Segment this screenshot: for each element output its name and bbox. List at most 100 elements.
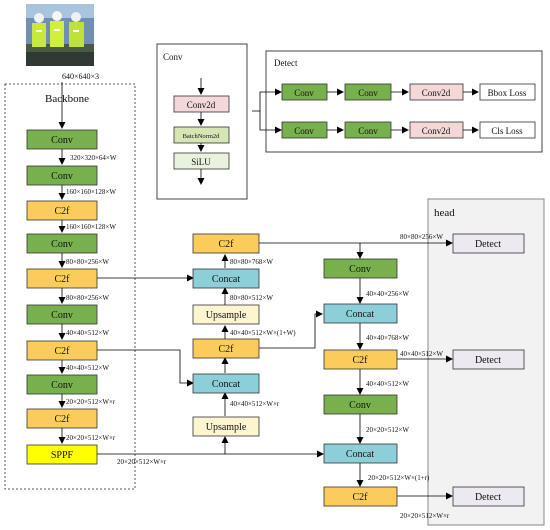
detect-legend-row2-conv-2: Conv bbox=[344, 121, 392, 139]
neck-block-concat-top: Concat bbox=[192, 268, 260, 289]
neck-dim-1: 80×80×768×W bbox=[230, 258, 273, 266]
detect-legend-title: Detect bbox=[274, 58, 298, 68]
backbone-block-sppf: SPPF bbox=[26, 444, 98, 465]
svg-text:C2f: C2f bbox=[55, 414, 71, 425]
svg-text:SiLU: SiLU bbox=[191, 157, 211, 167]
backbone-block-c2f-4: C2f bbox=[26, 408, 98, 429]
neck-dims: 80×80×768×W 80×80×512×W 40×40×512×W×(1+W… bbox=[230, 258, 296, 408]
neck-block-c2f-top: C2f bbox=[192, 233, 260, 254]
backbone-dim-10: 20×20×512×W×r bbox=[117, 458, 167, 466]
pan-block-c2f-2: C2f bbox=[323, 486, 398, 507]
neck-block-c2f-middle: C2f bbox=[192, 338, 260, 359]
pan-block-conv-2: Conv bbox=[323, 394, 398, 415]
detect-legend-row2-conv-1: Conv bbox=[281, 121, 328, 139]
detect-legend-row1-conv-1: Conv bbox=[281, 83, 328, 101]
pan-dim-2: 40×40×768×W bbox=[366, 334, 409, 342]
svg-text:C2f: C2f bbox=[353, 355, 369, 366]
detect-legend-row1-conv-2: Conv bbox=[344, 83, 392, 101]
pan-block-concat-1: Concat bbox=[323, 303, 398, 324]
svg-text:Concat: Concat bbox=[346, 449, 375, 460]
backbone-dim-8: 20×20×512×W×r bbox=[66, 398, 116, 406]
backbone-dim-5: 80×80×256×W bbox=[66, 294, 109, 302]
svg-text:Conv: Conv bbox=[349, 264, 371, 275]
backbone-block-conv-3: Conv bbox=[26, 233, 98, 254]
svg-text:Bbox Loss: Bbox Loss bbox=[488, 88, 527, 98]
svg-text:Detect: Detect bbox=[475, 239, 501, 250]
svg-text:C2f: C2f bbox=[353, 492, 369, 503]
svg-text:Conv: Conv bbox=[51, 239, 73, 250]
backbone-dim-1: 320×320×64×W bbox=[70, 154, 117, 162]
svg-text:Cls Loss: Cls Loss bbox=[491, 126, 523, 136]
pan-dim-5: 20×20×512×W×(1+r) bbox=[368, 474, 430, 482]
conv-legend-batchnorm2d: BatchNorm2d bbox=[173, 126, 230, 144]
backbone-block-c2f-2: C2f bbox=[26, 268, 98, 289]
backbone-block-conv-5: Conv bbox=[26, 374, 98, 395]
svg-text:Conv: Conv bbox=[294, 126, 314, 136]
svg-text:Conv2d: Conv2d bbox=[422, 126, 451, 136]
svg-text:Conv2d: Conv2d bbox=[187, 100, 216, 110]
svg-text:Conv: Conv bbox=[358, 126, 378, 136]
conv-legend-title: Conv bbox=[163, 52, 183, 62]
svg-text:C2f: C2f bbox=[55, 274, 71, 285]
svg-text:Concat: Concat bbox=[212, 274, 241, 285]
backbone-title: Backbone bbox=[45, 93, 89, 105]
pan-dim-6: 20×20×512×W×r bbox=[400, 512, 450, 520]
svg-text:Conv: Conv bbox=[349, 400, 371, 411]
pan-dim-4: 20×20×512×W bbox=[366, 426, 409, 434]
conv-legend-conv2d: Conv2d bbox=[173, 95, 230, 113]
svg-text:Conv: Conv bbox=[51, 135, 73, 146]
backbone-block-conv-4: Conv bbox=[26, 304, 98, 325]
backbone-dim-9: 20×20×512×W×r bbox=[66, 434, 116, 442]
photo-dimension-label: 640×640×3 bbox=[62, 72, 99, 81]
detect-legend-cls-loss: Cls Loss bbox=[479, 121, 536, 139]
backbone-dim-3: 160×160×128×W bbox=[66, 223, 116, 231]
pan-dims: 40×40×256×W 40×40×768×W 40×40×512×W 20×2… bbox=[366, 290, 450, 520]
neck-block-concat-middle: Concat bbox=[192, 373, 260, 394]
pan-dim-1: 40×40×256×W bbox=[366, 290, 409, 298]
backbone-block-conv-1: Conv bbox=[26, 129, 98, 150]
svg-text:SPPF: SPPF bbox=[51, 450, 74, 461]
svg-text:C2f: C2f bbox=[55, 346, 71, 357]
svg-text:Detect: Detect bbox=[475, 492, 501, 503]
neck-dim-2: 80×80×512×W bbox=[230, 294, 273, 302]
svg-text:C2f: C2f bbox=[219, 344, 235, 355]
svg-text:Upsample: Upsample bbox=[206, 310, 247, 321]
backbone-dim-4: 80×80×256×W bbox=[66, 258, 109, 266]
svg-text:Detect: Detect bbox=[475, 355, 501, 366]
svg-text:C2f: C2f bbox=[219, 239, 235, 250]
backbone-dim-6: 40×40×512×W bbox=[66, 329, 109, 337]
svg-text:Conv: Conv bbox=[51, 171, 73, 182]
head-detect-3: Detect bbox=[452, 486, 525, 507]
svg-text:Conv: Conv bbox=[51, 310, 73, 321]
neck-block-upsample-top: Upsample bbox=[192, 304, 260, 325]
conv-legend-silu: SiLU bbox=[173, 152, 230, 170]
svg-text:Conv: Conv bbox=[51, 380, 73, 391]
network-connections bbox=[97, 239, 453, 500]
backbone-frame bbox=[4, 83, 136, 490]
svg-text:Concat: Concat bbox=[212, 379, 241, 390]
detect-legend-arrows bbox=[252, 88, 479, 134]
backbone-dim-2: 160×160×128×W bbox=[66, 188, 116, 196]
backbone-dims: 320×320×64×W 160×160×128×W 160×160×128×W… bbox=[66, 154, 167, 466]
svg-text:C2f: C2f bbox=[55, 206, 71, 217]
neck-block-upsample-bottom: Upsample bbox=[192, 416, 260, 437]
svg-text:Conv: Conv bbox=[358, 88, 378, 98]
pan-block-concat-2: Concat bbox=[323, 443, 398, 464]
detect-legend-row1-conv2d: Conv2d bbox=[409, 83, 464, 101]
pan-dim-3: 40×40×512×W bbox=[366, 380, 409, 388]
svg-text:Concat: Concat bbox=[346, 309, 375, 320]
backbone-block-c2f-3: C2f bbox=[26, 340, 98, 361]
backbone-block-conv-2: Conv bbox=[26, 165, 98, 186]
pan-block-conv-1: Conv bbox=[323, 258, 398, 279]
backbone-block-c2f-1: C2f bbox=[26, 200, 98, 221]
head-dims: 80×80×256×W 40×40×512×W bbox=[400, 233, 443, 358]
site-photo bbox=[26, 4, 94, 66]
conv-legend-frame bbox=[156, 43, 248, 200]
head-dim-1: 80×80×256×W bbox=[400, 233, 443, 241]
detect-legend-row2-conv2d: Conv2d bbox=[409, 121, 464, 139]
svg-text:Conv: Conv bbox=[294, 88, 314, 98]
neck-dim-3: 40×40×512×W×(1+W) bbox=[230, 329, 296, 337]
svg-text:Conv2d: Conv2d bbox=[422, 88, 451, 98]
detect-legend-bbox-loss: Bbox Loss bbox=[479, 83, 536, 101]
